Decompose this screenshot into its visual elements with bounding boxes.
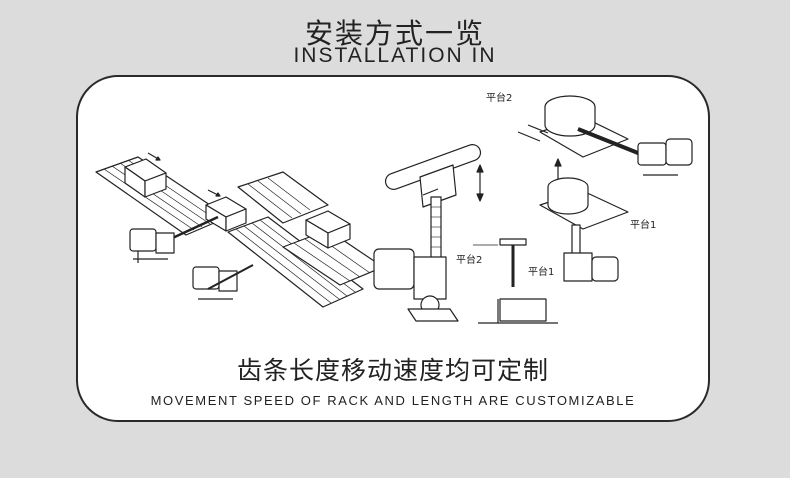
caption-cn: 齿条长度移动速度均可定制 <box>236 356 549 385</box>
platform-1-label-side: 平台1 <box>528 265 554 278</box>
platform-lift-illustration <box>473 95 693 324</box>
vertical-lift-illustration <box>373 144 484 322</box>
installation-illustration: 平台2 平台1 平台2 平台1 <box>95 91 693 324</box>
installation-panel: 平台2 平台1 平台2 平台1 齿条长度移动速度均可定制 MOVEMENT SP… <box>76 75 710 422</box>
platform-2-label-side: 平台2 <box>456 253 482 266</box>
platform-2-label: 平台2 <box>486 91 512 104</box>
conveyor-illustration <box>95 152 384 308</box>
platform-1-label: 平台1 <box>630 218 656 231</box>
page-title-cn: 安装方式一览 <box>304 17 485 50</box>
caption-en: MOVEMENT SPEED OF RACK AND LENGTH ARE CU… <box>150 393 636 408</box>
page-title-en: INSTALLATION IN <box>293 44 497 67</box>
